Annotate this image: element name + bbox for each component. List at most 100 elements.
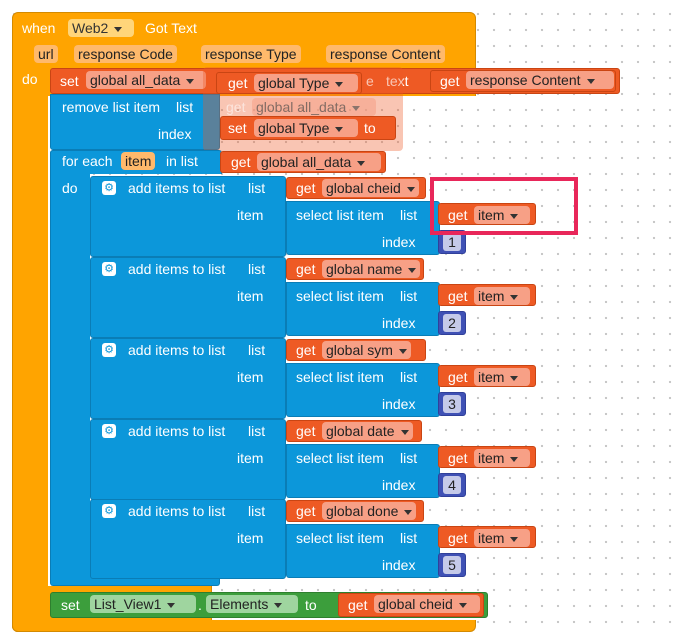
select-list-item-label: select list item [296, 207, 384, 223]
set-label: set [61, 597, 80, 613]
select-list-item-block[interactable] [286, 363, 440, 417]
gear-icon[interactable]: ⚙ [102, 424, 116, 438]
chevron-down-icon [406, 186, 415, 192]
highlight-box [430, 177, 578, 235]
param-url[interactable]: url [34, 45, 58, 63]
param-response-content[interactable]: response Content [326, 45, 445, 63]
number-value[interactable]: 3 [443, 395, 461, 413]
add-items-block[interactable] [90, 419, 286, 500]
get-label: get [440, 73, 460, 89]
select-list-label: list [400, 450, 418, 466]
number-value[interactable]: 5 [443, 556, 461, 574]
number-value[interactable]: 4 [443, 476, 461, 494]
event-block-footer [12, 620, 476, 632]
to-label: to [305, 597, 317, 613]
remove-list-label: list [176, 99, 194, 115]
chevron-down-icon [404, 509, 413, 515]
index-label: index [382, 234, 416, 250]
var-dropdown-list[interactable]: global done [322, 502, 417, 520]
component-dropdown-listview[interactable]: List_View1 [90, 595, 196, 613]
select-list-item-block[interactable] [286, 524, 440, 578]
get-label: get [448, 288, 468, 304]
var-name: item [478, 450, 505, 466]
chevron-down-icon [510, 536, 519, 542]
get-label: get [348, 597, 368, 613]
list-label: list [248, 180, 266, 196]
add-items-block[interactable] [90, 176, 286, 257]
chevron-down-icon [114, 26, 123, 32]
var-dropdown-list[interactable]: global cheid [322, 179, 419, 197]
for-each-var-item[interactable]: item [121, 152, 156, 170]
var-dropdown-item[interactable]: item [474, 368, 530, 386]
set-label: set [60, 73, 79, 89]
chevron-down-icon [510, 213, 519, 219]
chevron-down-icon [352, 105, 361, 111]
remove-label: remove list item [62, 99, 161, 115]
add-items-block[interactable] [90, 338, 286, 419]
var-name: item [478, 288, 505, 304]
list-label: list [248, 423, 266, 439]
to-label: to [364, 120, 376, 136]
item-label: item [237, 288, 264, 304]
number-value[interactable]: 2 [443, 314, 461, 332]
chevron-down-icon [510, 375, 519, 381]
var-dropdown-item[interactable]: item [474, 287, 530, 305]
chevron-down-icon [186, 78, 195, 84]
index-label: index [382, 557, 416, 573]
gear-icon[interactable]: ⚙ [102, 262, 116, 276]
chevron-down-icon [510, 456, 519, 462]
select-list-label: list [400, 207, 418, 223]
select-list-item-label: select list item [296, 530, 384, 546]
chevron-down-icon [400, 429, 409, 435]
var-dropdown-all-data[interactable]: global all_data [86, 71, 206, 89]
var-dropdown-list[interactable]: global sym [322, 341, 411, 359]
item-label: item [237, 450, 264, 466]
var-dropdown-list[interactable]: global date [322, 422, 413, 440]
select-list-item-label: select list item [296, 450, 384, 466]
var-name: global cheid [326, 180, 401, 196]
select-list-item-block[interactable] [286, 201, 440, 255]
remove-list-item-block[interactable] [50, 94, 220, 150]
var-dropdown-item[interactable]: item [474, 206, 530, 224]
param-response-code[interactable]: response Code [74, 45, 177, 63]
index-label: index [382, 396, 416, 412]
chevron-down-icon [458, 602, 467, 608]
gear-icon[interactable]: ⚙ [102, 181, 116, 195]
in-list-label: in list [166, 153, 198, 169]
remove-index-label: index [158, 126, 192, 142]
var-name: global name [326, 261, 403, 277]
get-label: get [296, 261, 316, 277]
var-dropdown-item[interactable]: item [474, 449, 530, 467]
select-list-item-block[interactable] [286, 444, 440, 498]
var-dropdown-all-data-foreach[interactable]: global all_data [257, 153, 381, 171]
when-label: when [22, 20, 56, 36]
ghost-var-all-data: global all_data [252, 98, 376, 116]
var-name: response Content [470, 72, 581, 88]
add-items-block[interactable] [90, 499, 286, 579]
var-dropdown-type-set[interactable]: global Type [254, 119, 358, 137]
number-value[interactable]: 1 [443, 233, 461, 251]
gear-icon[interactable]: ⚙ [102, 504, 116, 518]
property-dropdown-elements[interactable]: Elements [206, 595, 298, 613]
event-name-label: Got Text [145, 20, 197, 36]
var-dropdown-item[interactable]: item [474, 529, 530, 547]
component-name: List_View1 [94, 596, 162, 612]
component-dropdown-web2[interactable]: Web2 [68, 19, 134, 37]
var-dropdown-cheid[interactable]: global cheid [374, 595, 480, 613]
item-label: item [237, 207, 264, 223]
select-list-item-block[interactable] [286, 282, 440, 336]
var-dropdown-list[interactable]: global name [322, 260, 421, 278]
var-dropdown-type[interactable]: global Type [254, 74, 358, 92]
item-label: item [237, 530, 264, 546]
for-each-block[interactable] [50, 150, 90, 580]
select-list-item-label: select list item [296, 288, 384, 304]
event-do-label: do [22, 71, 38, 87]
var-dropdown-response-content[interactable]: response Content [466, 71, 614, 89]
var-name: global sym [326, 342, 393, 358]
param-response-type[interactable]: response Type [201, 45, 301, 63]
gear-icon[interactable]: ⚙ [102, 343, 116, 357]
get-label: get [296, 342, 316, 358]
add-items-block[interactable] [90, 257, 286, 338]
to-text-label: text [386, 73, 409, 89]
to-suffix-text: e [366, 73, 374, 89]
